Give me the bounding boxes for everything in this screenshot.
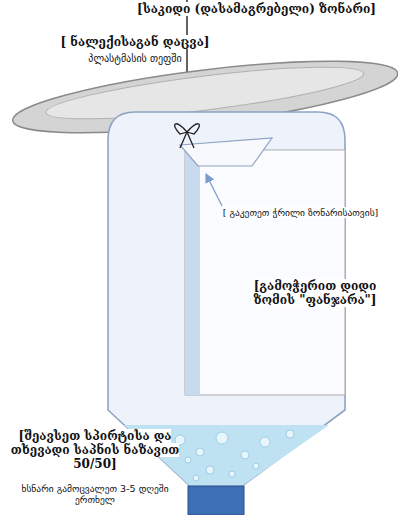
slit-label: [ გაკეთეთ ჭრილი ზონარისათვის]	[206, 208, 395, 219]
string-label: [საკიდი (დასამაგრებელი) ზონარი]	[118, 3, 395, 17]
fill-label: [შეავსეთ სპირტისა და თხევადი საპნის ნაზა…	[6, 430, 184, 471]
plate-label: პლასტმასის თეფში	[40, 53, 230, 65]
rain-guard-label: [ ნალექისაგან დაცვა]	[40, 36, 230, 50]
window-label: [გამოჭერით დიდი ზომის "ფანჯარა"]	[236, 280, 394, 308]
refill-note: ხსნარი გამოცვალეთ 3-5 დღეში ერთხელ	[6, 484, 184, 506]
